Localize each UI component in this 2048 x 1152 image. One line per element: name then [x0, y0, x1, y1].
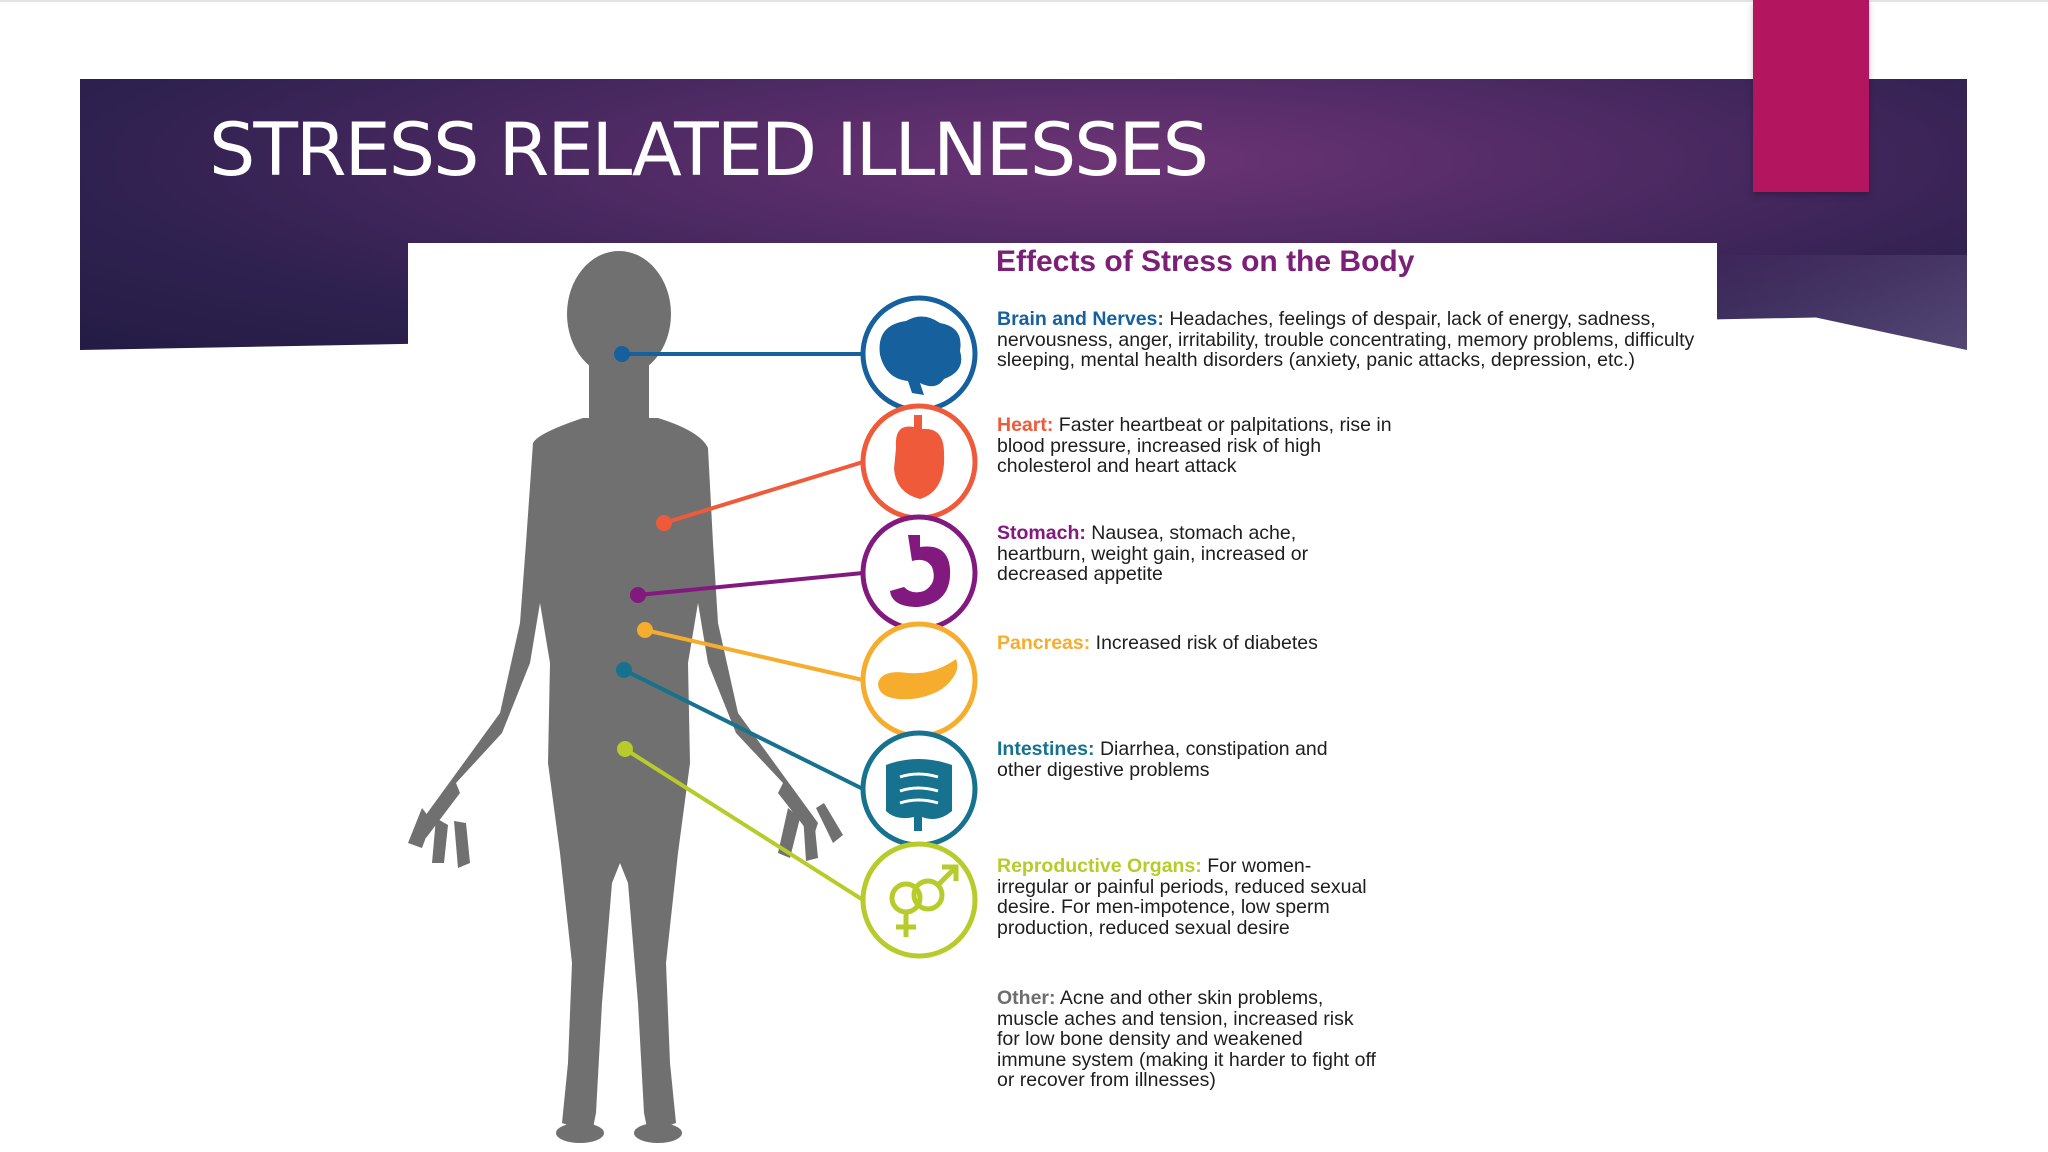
slide-title: STRESS RELATED ILLNESSES: [209, 108, 1209, 193]
effect-text: Nausea, stomach ache, heartburn, weight …: [997, 522, 1309, 585]
effect-text: Increased risk of diabetes: [1090, 632, 1318, 654]
brain-icon: [860, 295, 978, 413]
effect-intestines: Intestines: Diarrhea, constipation and o…: [997, 739, 1342, 780]
infographic: Effects of Stress on the Body Brain and …: [408, 243, 1717, 1152]
infographic-title: Effects of Stress on the Body: [996, 245, 1415, 278]
effect-label: Heart:: [997, 414, 1054, 436]
effect-label: Stomach:: [997, 522, 1086, 544]
connector-dots: [614, 346, 672, 757]
effect-pancreas: Pancreas: Increased risk of diabetes: [997, 633, 1417, 654]
effect-text: For women-irregular or painful periods, …: [997, 855, 1367, 939]
effect-other: Other: Acne and other skin problems, mus…: [997, 988, 1377, 1091]
pancreas-icon: [860, 621, 978, 739]
effect-stomach: Stomach: Nausea, stomach ache, heartburn…: [997, 523, 1372, 585]
effect-label: Other:: [997, 987, 1056, 1009]
intestines-icon: [860, 730, 978, 848]
effect-text: Diarrhea, constipation and other digesti…: [997, 738, 1328, 781]
effect-label: Intestines:: [997, 738, 1095, 760]
body-diagram: [408, 251, 978, 1143]
effect-brain-and-nerves: Brain and Nerves: Headaches, feelings of…: [997, 309, 1712, 371]
effect-label: Brain and Nerves:: [997, 308, 1164, 330]
effect-text: Faster heartbeat or palpitations, rise i…: [997, 414, 1392, 477]
gender-symbols-icon: [860, 841, 978, 959]
stomach-icon: [860, 514, 978, 632]
effect-reproductive-organs: Reproductive Organs: For women-irregular…: [997, 856, 1372, 938]
top-divider: [0, 0, 2048, 2]
heart-icon: [860, 403, 978, 521]
effect-heart: Heart: Faster heartbeat or palpitations,…: [997, 415, 1397, 477]
effect-text: Acne and other skin problems, muscle ach…: [997, 987, 1376, 1091]
effect-label: Pancreas:: [997, 632, 1091, 654]
effect-text: Headaches, feelings of despair, lack of …: [997, 308, 1695, 371]
connector-lines: [622, 352, 865, 902]
accent-tab: [1753, 0, 1869, 192]
human-silhouette: [408, 251, 843, 1143]
effect-label: Reproductive Organs:: [997, 855, 1202, 877]
